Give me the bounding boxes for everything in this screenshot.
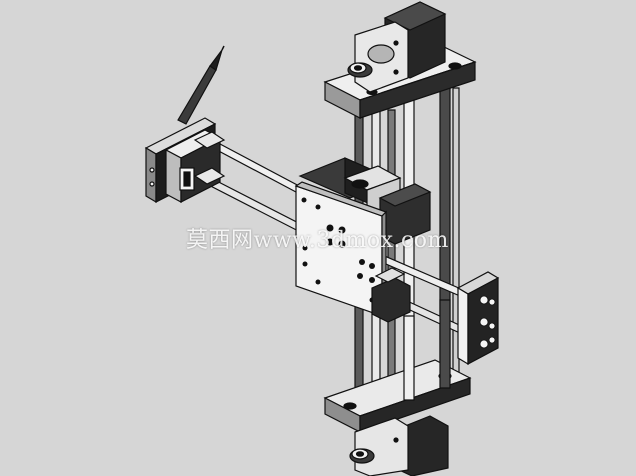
front-rods	[403, 299, 451, 401]
carriage-bolt	[149, 167, 155, 173]
motor-screw-2	[393, 69, 399, 75]
top-pulley-icon	[347, 62, 373, 78]
bottom-plate-hole	[343, 402, 357, 410]
top-plate-hole	[448, 62, 462, 70]
right-bearing-housing-top	[378, 183, 432, 207]
lower-bearing-cap	[374, 267, 406, 283]
carriage-front-side	[165, 149, 182, 203]
vertical-rod-center-front	[403, 315, 415, 401]
bottom-pulley-icon	[349, 448, 375, 464]
bearing-block-lower	[193, 167, 226, 185]
vertical-rod-right-front	[439, 299, 451, 389]
pen-icon	[177, 45, 225, 125]
bottom-motor-screw	[393, 437, 399, 443]
carriage-bolt-2	[149, 181, 155, 187]
right-plate-side	[457, 286, 469, 366]
left-tool-carriage	[144, 45, 226, 204]
lead-screw	[387, 109, 396, 393]
carriage-clamp-slot	[183, 171, 191, 187]
central-carriage	[294, 157, 432, 323]
leadscrew-nut-hole	[351, 179, 369, 189]
right-end-plate	[456, 271, 500, 366]
right-plate-holes	[479, 295, 496, 349]
bottom-end-assembly	[323, 359, 472, 476]
motor-screw	[393, 40, 399, 46]
bearing-block-upper	[193, 131, 226, 149]
top-motor-flange	[367, 44, 395, 64]
top-end-plate-front	[359, 61, 476, 119]
carriage-back-side	[145, 146, 157, 204]
top-end-assembly	[323, 1, 477, 119]
bottom-end-plate-front	[359, 377, 471, 433]
